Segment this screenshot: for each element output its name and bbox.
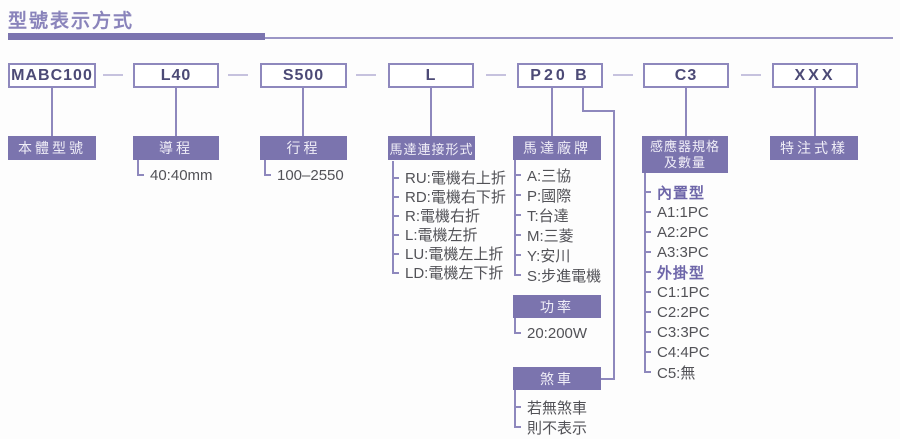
category-label-line2: 及數量 (663, 154, 706, 170)
connector-line (814, 88, 816, 136)
code-text: XXX (794, 66, 836, 84)
category-box-motor-connection: 馬達連接形式 (388, 136, 475, 160)
motor-connection-list: RU:電機右上折 RD:電機右下折 R:電機右折 L:電機左折 LU:電機左上折… (392, 168, 506, 282)
connector-line (175, 88, 177, 136)
category-label: 功率 (540, 298, 574, 315)
list-item: R:電機右折 (392, 206, 506, 225)
list-item: 40:40mm (137, 165, 213, 185)
dash-connector (103, 74, 123, 76)
code-box-body-model: MABC100 (8, 63, 96, 88)
sensor-list: 內置型 A1:1PC A2:2PC A3:3PC 外掛型 C1:1PC C2:2… (644, 182, 710, 382)
list-item: T:台達 (514, 205, 601, 225)
list-item: RD:電機右下折 (392, 187, 506, 206)
title-underline-thin (8, 37, 893, 39)
category-label: 馬達廠牌 (523, 140, 591, 156)
dash-connector (486, 74, 506, 76)
list-item: P:國際 (514, 185, 601, 205)
list-item: C5:無 (644, 362, 710, 382)
bracket-line (264, 160, 266, 175)
category-label: 本體型號 (18, 140, 86, 156)
list-item: 20:200W (514, 323, 587, 343)
category-box-body-model: 本體型號 (8, 136, 96, 160)
list-item-header: 內置型 (644, 182, 710, 202)
code-text: L40 (160, 66, 192, 84)
category-label: 特注式樣 (780, 140, 848, 156)
list-item: RU:電機右上折 (392, 168, 506, 187)
list-item: A3:3PC (644, 242, 710, 262)
connector-line-brake (582, 110, 615, 112)
connector-line (685, 88, 687, 136)
list-item: Y:安川 (514, 245, 601, 265)
category-box-power: 功率 (513, 295, 601, 318)
category-box-stroke: 行程 (260, 136, 347, 160)
bracket-line (514, 318, 516, 333)
title-underline-thick (8, 33, 265, 40)
bracket-line (392, 161, 394, 273)
list-item: 100–2550 (264, 165, 344, 185)
list-item: L:電機左折 (392, 225, 506, 244)
bracket-line (137, 160, 139, 175)
list-item-header: 外掛型 (644, 262, 710, 282)
connector-line (51, 88, 53, 136)
code-box-sensor: C3 (643, 63, 729, 88)
category-label: 煞車 (540, 370, 574, 387)
code-box-lead: L40 (133, 63, 219, 88)
code-box-special: XXX (772, 63, 858, 88)
category-box-special: 特注式樣 (770, 136, 858, 160)
connector-line-brake (613, 110, 615, 380)
category-label: 馬達連接形式 (389, 141, 474, 157)
code-text: C3 (674, 66, 698, 84)
code-text: L (425, 66, 437, 84)
list-item: M:三菱 (514, 225, 601, 245)
bracket-line (514, 160, 516, 275)
bracket-line (514, 390, 516, 427)
list-item: 則不表示 (514, 417, 587, 437)
category-label-line1: 感應器規格 (649, 138, 720, 154)
connector-line (551, 88, 553, 136)
category-box-brake: 煞車 (513, 367, 601, 390)
code-box-motor-connection: L (388, 63, 474, 88)
category-box-motor-brand: 馬達廠牌 (513, 136, 601, 160)
list-item: 若無煞車 (514, 397, 587, 417)
connector-line (430, 88, 432, 136)
category-label: 行程 (286, 140, 321, 156)
code-box-motor-brand-power: P20 B (517, 63, 603, 88)
connector-line-brake (601, 378, 615, 380)
list-item: S:步進電機 (514, 265, 601, 285)
list-item: A2:2PC (644, 222, 710, 242)
motor-brand-list: A:三協 P:國際 T:台達 M:三菱 Y:安川 S:步進電機 (514, 165, 601, 285)
list-item: A:三協 (514, 165, 601, 185)
code-text: MABC100 (11, 66, 93, 84)
power-list: 20:200W (514, 323, 587, 343)
brake-list: 若無煞車 則不表示 (514, 397, 587, 437)
category-label: 導程 (159, 140, 193, 156)
code-text: S500 (282, 66, 325, 84)
list-item: C1:1PC (644, 282, 710, 302)
dash-connector (741, 74, 761, 76)
list-item: LU:電機左上折 (392, 244, 506, 263)
list-item: C3:3PC (644, 322, 710, 342)
category-box-sensor: 感應器規格 及數量 (642, 136, 728, 173)
connector-line-brake (582, 88, 584, 112)
dash-connector (613, 74, 633, 76)
list-item: C4:4PC (644, 342, 710, 362)
list-item: LD:電機左下折 (392, 263, 506, 282)
code-text: P20 B (530, 66, 590, 84)
page-title: 型號表示方式 (8, 11, 135, 32)
connector-line (302, 88, 304, 136)
dash-connector (228, 74, 248, 76)
dash-connector (356, 74, 376, 76)
list-item: A1:1PC (644, 202, 710, 222)
code-box-stroke: S500 (260, 63, 347, 88)
stroke-list: 100–2550 (264, 165, 344, 185)
lead-list: 40:40mm (137, 165, 213, 185)
list-item: C2:2PC (644, 302, 710, 322)
category-box-lead: 導程 (133, 136, 219, 160)
